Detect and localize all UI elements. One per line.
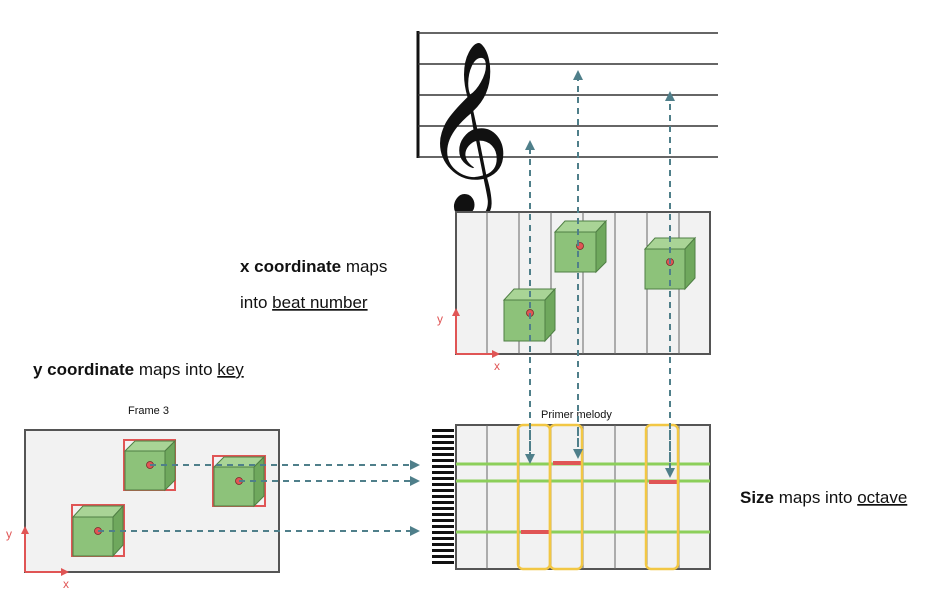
x-mapping-line2: into beat number [240, 293, 368, 312]
x-axis-label: x [494, 359, 500, 373]
frame-title: Frame 3 [128, 405, 169, 417]
x-axis-label: x [63, 577, 69, 591]
frame-panel: Frame 3 y x [6, 405, 280, 591]
beat-highlight [644, 423, 680, 571]
music-staff: 𝄞 [416, 31, 718, 222]
cube-icon [553, 219, 608, 274]
cube-icon [123, 439, 177, 492]
size-mapping-text: Size maps into octave [740, 488, 907, 507]
cube-icon [643, 236, 697, 291]
piano-keyboard-icon [432, 428, 454, 564]
x-mapping-line1: x coordinate maps [240, 257, 387, 276]
y-axis-label: y [437, 312, 443, 326]
beat-panel: y x [437, 211, 711, 373]
beat-highlights [516, 423, 680, 571]
y-mapping-text: y coordinate maps into key [33, 360, 244, 379]
note-marks [521, 461, 677, 534]
treble-clef-icon: 𝄞 [422, 40, 511, 222]
xy-axis: y x [6, 526, 69, 591]
melody-title: Primer melody [541, 409, 612, 421]
xy-axis: y x [437, 308, 500, 373]
y-axis-label: y [6, 527, 12, 541]
cube-icon [71, 504, 125, 558]
beat-highlight [548, 423, 584, 571]
melody-panel: Primer melody [432, 409, 711, 571]
mapping-arrows [98, 70, 675, 536]
